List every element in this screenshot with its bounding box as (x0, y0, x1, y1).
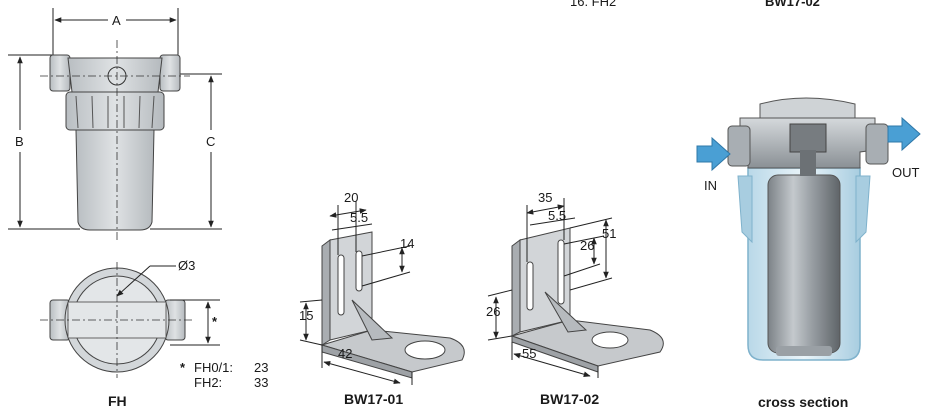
bw2-dim-26a: 26 (580, 238, 594, 253)
bw2-dim-5-5: 5.5 (548, 208, 566, 223)
note-row1-value: 23 (254, 360, 268, 375)
cross-in-label: IN (704, 178, 717, 193)
dim-b-label: B (15, 134, 24, 149)
dim-star-label: * (212, 314, 218, 329)
note-row2-label: FH2: (194, 375, 222, 390)
bw2-dim-26b: 26 (486, 304, 500, 319)
fh-front-view: A B C (8, 8, 222, 240)
top-cut-left-text: 16. FH2 (570, 0, 616, 9)
bw17-01-bracket: 20 5.5 14 15 42 BW17-01 (299, 190, 465, 407)
note-row2-value: 33 (254, 375, 268, 390)
fh-caption: FH (108, 393, 127, 409)
dim-a-label: A (112, 13, 121, 28)
cross-section-view: IN OUT cross section (696, 97, 921, 410)
note-star: * (180, 360, 186, 375)
bw1-dim-20: 20 (344, 190, 358, 205)
bw1-dim-14: 14 (400, 236, 414, 251)
bw1-dim-5-5: 5.5 (350, 210, 368, 225)
note-row1-label: FH0/1: (194, 360, 233, 375)
cross-out-label: OUT (892, 165, 920, 180)
top-cut-right-text: BW17-02 (765, 0, 820, 9)
bw1-caption: BW17-01 (344, 391, 403, 407)
bw1-dim-15: 15 (299, 308, 313, 323)
bw2-caption: BW17-02 (540, 391, 599, 407)
bw2-dim-35: 35 (538, 190, 552, 205)
fh-top-view: Ø3 * * FH0/1: 23 FH2: 33 FH (40, 258, 268, 409)
dim-phi3-label: Ø3 (178, 258, 195, 273)
bw1-dim-42: 42 (338, 346, 352, 361)
cross-caption: cross section (758, 394, 848, 410)
bw17-02-bracket: 35 5.5 26 51 26 55 BW17-02 (486, 190, 664, 407)
bw2-dim-51: 51 (602, 226, 616, 241)
dim-c-label: C (206, 134, 215, 149)
bw2-dim-55: 55 (522, 346, 536, 361)
